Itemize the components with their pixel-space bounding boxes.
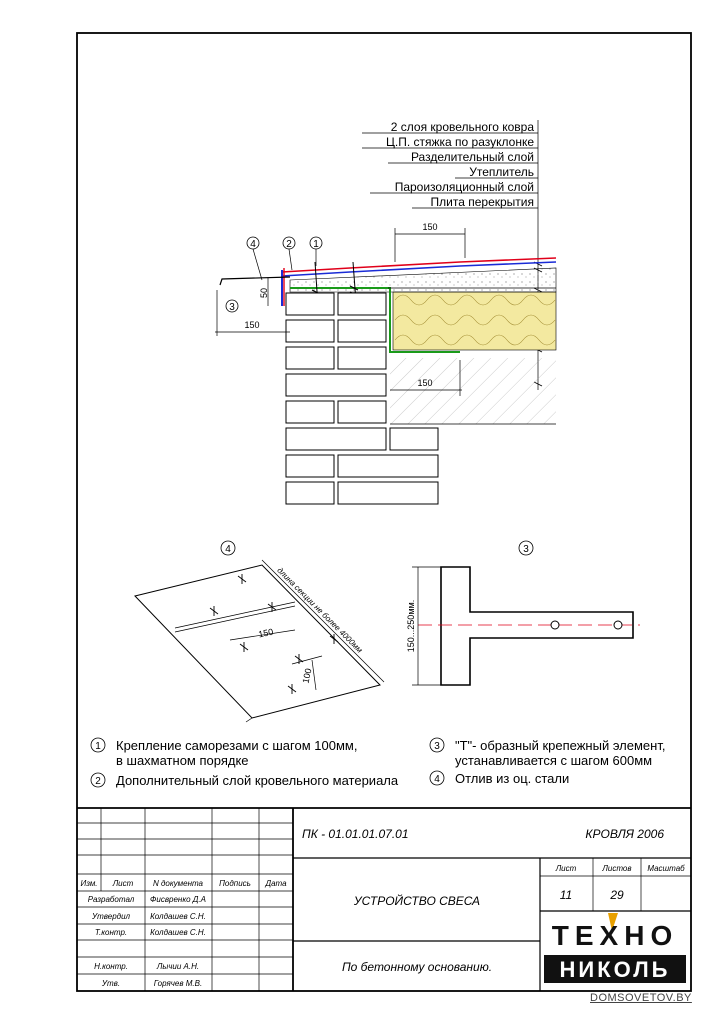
brick-wall: [285, 292, 439, 505]
dim-top-150: 150: [394, 222, 466, 262]
tb-title: УСТРОЙСТВО СВЕСА: [353, 892, 480, 908]
svg-text:150: 150: [422, 222, 437, 232]
detail-3: 3 150...250мм.: [406, 540, 640, 686]
svg-text:1: 1: [313, 239, 319, 250]
tb-role-5: Н.контр.: [94, 962, 128, 971]
layer-label-1: 2 слоя кровельного ковра: [391, 120, 535, 134]
svg-text:НИКОЛЬ: НИКОЛЬ: [560, 957, 671, 982]
tb-sheet: 11: [560, 888, 572, 902]
tb-sheets: 29: [609, 888, 624, 902]
svg-text:Дополнительный слой кровельног: Дополнительный слой кровельного материал…: [116, 773, 399, 788]
tb-role-2: Утвердил: [91, 912, 131, 921]
tb-section: КРОВЛЯ 2006: [585, 827, 664, 841]
concrete-slab: [390, 358, 556, 424]
layer-label-5: Пароизоляционный слой: [395, 180, 534, 194]
svg-text:"Т"- образный крепежный элемен: "Т"- образный крепежный элемент,: [455, 738, 665, 753]
svg-text:Крепление саморезами с шагом 1: Крепление саморезами с шагом 100мм,: [116, 738, 357, 753]
tb-role-3: Т.контр.: [95, 928, 127, 937]
svg-text:ТЕХНО: ТЕХНО: [552, 920, 678, 951]
tb-doc-code: ПК - 01.01.01.07.01: [302, 827, 409, 841]
sheet-frame: [76, 32, 692, 992]
svg-text:устанавливается с шагом 600мм: устанавливается с шагом 600мм: [455, 753, 652, 768]
tb-name-1: Фисвренко Д.А: [150, 895, 206, 904]
t-element: [440, 566, 634, 686]
dim-left-50: 50: [259, 278, 269, 306]
callout-circles: 4 2 1 3: [225, 236, 323, 313]
svg-text:50: 50: [259, 288, 269, 298]
title-block: Изм. Лист N документа Подпись Дата Разра…: [77, 807, 691, 991]
tb-h-ndoc: N документа: [153, 879, 204, 888]
dim-lower-150: 150: [390, 360, 462, 396]
svg-text:2: 2: [286, 239, 292, 250]
detail-4: 4 150 100 длина секции не более 4000мм: [134, 540, 385, 723]
svg-text:150...250мм.: 150...250мм.: [406, 600, 416, 652]
svg-text:4: 4: [250, 239, 256, 250]
svg-text:4: 4: [225, 544, 231, 555]
tb-subtitle: По бетонному основанию.: [342, 960, 492, 974]
drip-flashing: [219, 276, 291, 286]
layer-label-4: Утеплитель: [469, 165, 534, 179]
layer-label-2: Ц.П. стяжка по разуклонке: [386, 135, 534, 149]
tb-h-data: Дата: [264, 879, 287, 888]
dim-left-150: 150: [215, 290, 290, 336]
legend: 1 Крепление саморезами с шагом 100мм, в …: [90, 737, 665, 788]
tb-h-list: Лист: [112, 879, 134, 888]
insulation: [392, 291, 557, 351]
tb-h-izm: Изм.: [80, 879, 97, 888]
tb-sheet-label: Лист: [555, 864, 577, 873]
layer-label-3: Разделительный слой: [411, 150, 534, 164]
layer-label-6: Плита перекрытия: [431, 195, 534, 209]
svg-text:150: 150: [244, 320, 259, 330]
svg-text:3: 3: [523, 544, 529, 555]
tb-name-6: Горячев М.В.: [154, 979, 202, 988]
tb-role-1: Разработал: [88, 895, 135, 904]
watermark[interactable]: DOMSOVETOV.BY: [590, 992, 692, 1004]
main-section: 150 150 50 150 4 2 1: [215, 222, 557, 505]
tb-role-6: Утв.: [101, 979, 120, 988]
svg-text:Отлив из оц. стали: Отлив из оц. стали: [455, 771, 569, 786]
tb-name-5: Лычии А.Н.: [156, 962, 199, 971]
svg-text:2: 2: [95, 776, 101, 787]
flashing-sheet: [134, 564, 381, 719]
tb-name-3: Колдашев С.Н.: [150, 928, 206, 937]
svg-text:4: 4: [434, 774, 440, 785]
vapor-barrier: [290, 287, 460, 353]
svg-text:в шахматном порядке: в шахматном порядке: [116, 753, 249, 768]
tb-sheets-label: Листов: [601, 864, 631, 873]
svg-text:150: 150: [417, 378, 432, 388]
tb-h-podpis: Подпись: [219, 879, 251, 888]
svg-text:100: 100: [301, 667, 314, 684]
svg-text:1: 1: [95, 741, 101, 752]
tb-name-2: Колдашев С.Н.: [150, 912, 206, 921]
svg-text:150: 150: [257, 627, 274, 640]
tekhnonikol-logo: ТЕХНО НИКОЛЬ: [544, 913, 686, 983]
svg-text:3: 3: [434, 741, 440, 752]
svg-text:3: 3: [229, 302, 235, 313]
tb-scale-label: Масштаб: [647, 864, 685, 873]
